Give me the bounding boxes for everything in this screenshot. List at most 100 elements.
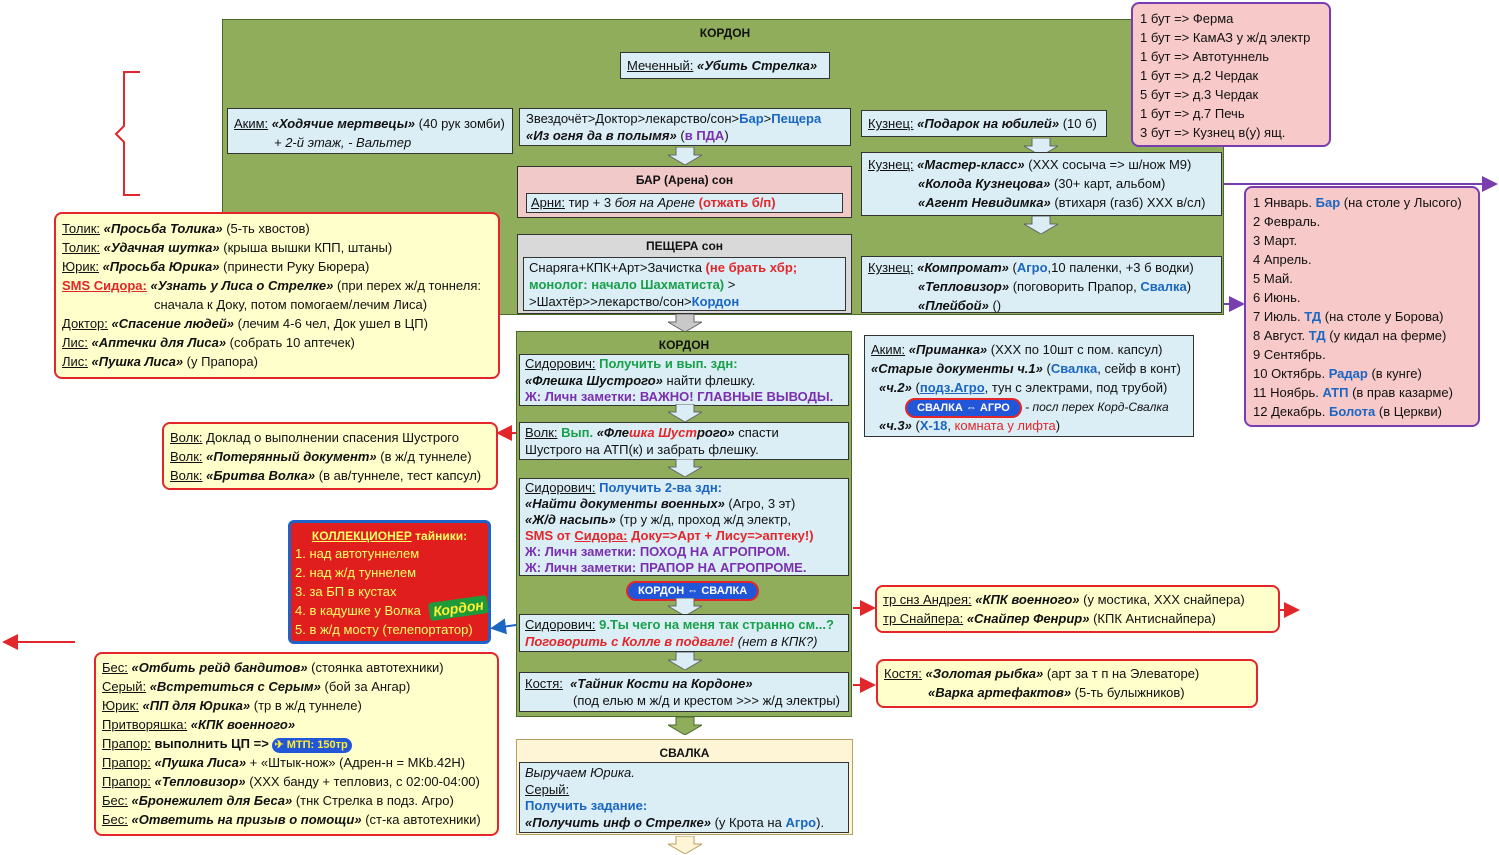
bes-task: «Отбить рейд бандитов» xyxy=(127,660,308,675)
bes-who: Прапор: xyxy=(102,774,151,789)
kuznec-master-label: Кузнец: xyxy=(868,157,914,172)
volk-t1red: шка Шуст xyxy=(629,425,697,440)
cave-l1a: Снаряга+КПК+Арт>Зачистка xyxy=(529,260,706,275)
sid2-t2: «Ж/д насыпь» xyxy=(525,512,616,527)
collector-item: 4. в кадушке у Волка xyxy=(295,603,421,618)
sid2-sms-c: Сидора: xyxy=(574,528,628,543)
akim-bait-n2b: Свалка xyxy=(1050,361,1098,376)
akim-bait-n4d: комната у лифта xyxy=(954,418,1056,433)
kuznec-master-n2: (30+ карт, альбом) xyxy=(1053,176,1166,191)
sid3-box[interactable]: Сидорович: 9.Ты чего на меня так странно… xyxy=(519,614,849,652)
volk-left-who: Волк: xyxy=(170,449,203,464)
akim-zombie-box[interactable]: Аким: «Ходячие мертвецы» (40 рук зомби) … xyxy=(227,108,513,154)
tolik-who: Лис: xyxy=(62,335,88,350)
kuznec-master-t1: «Мастер-класс» xyxy=(917,157,1025,172)
collector-item: 1. над автотуннелем xyxy=(295,546,420,561)
kc-t2: «Тепловизор» xyxy=(918,279,1010,294)
sid2-sms-b: от xyxy=(556,528,575,543)
bes-who: Бес: xyxy=(102,660,128,675)
card-month: 7 Июль. xyxy=(1253,309,1305,324)
card-month: 9 Сентябрь. xyxy=(1253,347,1326,362)
bes-who: Бес: xyxy=(102,793,128,808)
card-month: 3 Март. xyxy=(1253,233,1298,248)
volk-left-task: «Бритва Волка» xyxy=(202,468,316,483)
volk-left-who: Волк: xyxy=(170,468,203,483)
svalka-n2: Агро xyxy=(785,814,817,830)
akim-bait-n4a: ( xyxy=(911,418,920,433)
kostya-task: «Тайник Кости на Кордоне» xyxy=(570,676,753,691)
card-month: 4 Апрель. xyxy=(1253,252,1312,267)
tolik-task: «Пушка Лиса» xyxy=(91,354,184,369)
cave-l2b: > xyxy=(724,277,736,292)
kuznec-master-t2: «Колода Кузнецова» xyxy=(918,176,1051,191)
collector-item: 2. над ж/д туннелем xyxy=(295,565,417,580)
bes-who: Юрик: xyxy=(102,698,139,713)
kc-n1a: ( xyxy=(1008,260,1017,275)
tolik-task: «Удачная шутка» xyxy=(103,240,220,255)
tolik-note: (собрать 10 аптечек) xyxy=(226,335,355,350)
akim-bait-t1: «Приманка» xyxy=(908,342,988,357)
kuznec-master-n1: (ХХХ сосыча => ш/нож М9) xyxy=(1028,157,1192,172)
volk-box[interactable]: Волк: Вып. «Флешка Шустрого» спасти Шуст… xyxy=(519,422,849,460)
sid1-note: найти флешку. xyxy=(662,372,756,388)
tolik-who: Доктор: xyxy=(62,316,108,331)
card-month: 8 Август. xyxy=(1253,328,1309,343)
arni-red: (отжать б/п) xyxy=(698,195,776,210)
akim-bait-t2: «Старые документы ч.1» xyxy=(871,361,1043,376)
kc-label: Кузнец: xyxy=(868,260,914,275)
cave-l2: монолог: начало Шахматиста) xyxy=(529,277,725,292)
kuznec-master-n3: (втихаря (газб) ХХХ в/сл) xyxy=(1054,195,1206,210)
down-arrow-icon xyxy=(1024,216,1058,234)
cave-l1b: (не брать хбр; xyxy=(705,260,798,275)
kostya-right-box: Костя: «Золотая рыбка» (арт за т п на Эл… xyxy=(876,659,1258,708)
sid2-sms-d: Доку=>Арт + Лису=>аптеку!) xyxy=(627,528,814,543)
kc-n1c: ,10 паленки, +3 б водки) xyxy=(1047,260,1194,275)
zvezd-box[interactable]: Звездочёт>Доктор>лекарство/сон>Бар>Пещер… xyxy=(519,108,851,146)
volk-green: Вып. xyxy=(557,425,597,440)
stash-item: 1 бут => Автотуннель xyxy=(1140,49,1270,64)
kostya-right-who: Костя: xyxy=(884,666,922,681)
bar-arena-box[interactable]: БАР (Арена) сон Арни: тир + 3 боя на Аре… xyxy=(517,166,852,218)
kuznec-compromat-box[interactable]: Кузнец: «Компромат» (Агро,10 паленки, +3… xyxy=(861,256,1222,313)
andrey-r1-who: тр снз Андрея: xyxy=(883,592,972,607)
plane-icon: ✈ МТП: 150тр xyxy=(272,738,352,753)
collector-item: 3. за БП в кустах xyxy=(295,584,397,599)
kuznec-gift-box[interactable]: Кузнец: «Подарок на юбилей» (10 б) xyxy=(861,110,1107,137)
svalka-agro-tag: СВАЛКА ⇔ АГРО xyxy=(905,398,1022,418)
collector-box: КОЛЛЕКЦИОНЕР тайники: 1. над автотуннеле… xyxy=(288,520,491,644)
sid2-p2: Ж: Личн заметки: ПРАПОР НА АГРОПРОМЕ. xyxy=(525,560,807,575)
volk-left-box: Волк: Доклад о выполнении спасения Шустр… xyxy=(162,422,498,490)
bes-box: Бес: «Отбить рейд бандитов» (стоянка авт… xyxy=(94,652,499,836)
bes-note: + «Штык-нож» (Адрен-н = МКb.42Н) xyxy=(246,755,466,770)
kc-t3: «Плейбой» xyxy=(918,298,989,313)
zvezd-pda-close: ) xyxy=(724,128,729,143)
sid1-box[interactable]: Сидорович: Получить и вып. здн: «Флешка … xyxy=(519,354,849,406)
sid2-box[interactable]: Сидорович: Получить 2-ва здн: «Найти док… xyxy=(519,478,849,576)
stash-item: 5 бут => д.3 Чердак xyxy=(1140,87,1259,102)
tolik-who: Юрик: xyxy=(62,259,99,274)
zvezd-gt: > xyxy=(763,111,772,126)
svalka-task: «Получить инф о Стрелке» xyxy=(525,814,711,830)
marked-task-box[interactable]: Меченный: «Убить Стрелка» xyxy=(620,52,830,79)
collector-title: КОЛЛЕКЦИОНЕР xyxy=(311,529,412,543)
card-place: АТП xyxy=(1322,385,1349,400)
sid2-p1: Ж: Личн заметки: ПОХОД НА АГРОПРОМ. xyxy=(525,544,791,559)
sid2-n2: (тр у ж/д, проход ж/д электр, xyxy=(615,512,791,527)
kostya-box[interactable]: Костя: «Тайник Кости на Кордоне» (под ел… xyxy=(519,672,849,712)
akim-line2: + 2-й этаж, - Вальтер xyxy=(274,135,412,150)
volk-left-note: (в ж/д туннеле) xyxy=(376,449,472,464)
kuznec-master-box[interactable]: Кузнец: «Мастер-класс» (ХХХ сосыча => ш/… xyxy=(861,152,1222,216)
cave-l3b: Кордон xyxy=(691,294,740,309)
arni-label: Арни: xyxy=(531,195,565,210)
marked-label: Меченный: xyxy=(627,58,694,73)
cave-sleep-box[interactable]: ПЕЩЕРА сон Снаряга+КПК+Арт>Зачистка (не … xyxy=(517,234,852,314)
svalka-agro-note: - посл перех Корд-Свалка xyxy=(1021,400,1169,414)
down-arrow-icon xyxy=(668,404,702,422)
akim-bait-box[interactable]: Аким: «Приманка» (ХХХ по 10шт с пом. кап… xyxy=(864,335,1194,437)
bes-who: Серый: xyxy=(102,679,147,694)
bar-arena-title: БАР (Арена) сон xyxy=(635,173,734,187)
akim-bait-t4: «ч.3» xyxy=(879,418,912,433)
svalka-inner[interactable]: Выручаем Юрика. Серый: Получить задание:… xyxy=(519,762,849,833)
bes-note: (стоянка автотехники) xyxy=(307,660,444,675)
svalka-l3: Получить задание: xyxy=(525,798,648,813)
